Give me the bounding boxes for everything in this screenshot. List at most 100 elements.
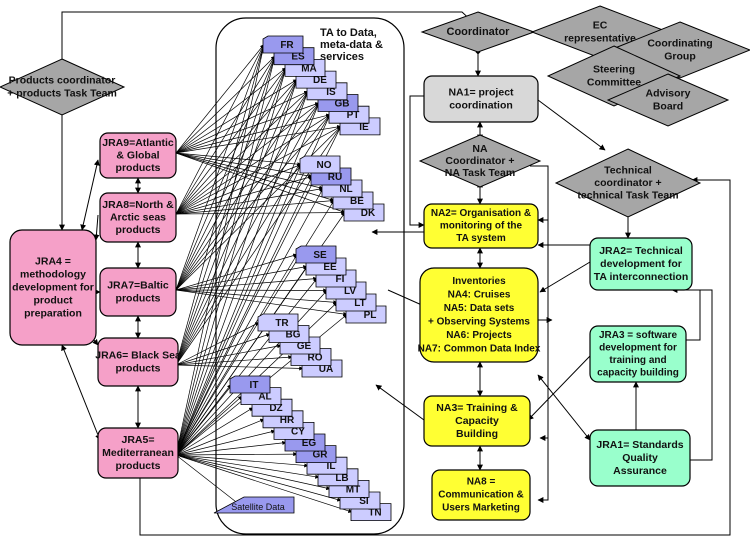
jra1-box-text-0: JRA1= Standards <box>596 439 683 451</box>
fan-line <box>175 163 302 215</box>
jra8-box-text-2: products <box>116 224 161 236</box>
fan-line <box>175 67 287 366</box>
fan-line <box>175 44 265 291</box>
coordinator-diamond[interactable]: Coordinator <box>420 11 536 53</box>
fan-line <box>175 288 328 293</box>
fan-line <box>175 102 320 456</box>
country-code: LB <box>335 473 348 484</box>
na-coordinator-diamond-text-1: Coordinator + <box>445 155 514 167</box>
fan-line <box>175 79 298 154</box>
country-code: DK <box>361 208 376 219</box>
country-code: TR <box>275 318 289 329</box>
country-code: MA <box>301 63 317 74</box>
country-code: MT <box>346 484 360 495</box>
fan-line <box>175 152 346 214</box>
country-code: SI <box>359 496 369 507</box>
na1-techcoord <box>537 99 606 151</box>
fan-line <box>175 164 302 456</box>
satellite-data: Satellite Data <box>213 496 295 514</box>
country-code: CY <box>291 426 305 437</box>
fan-line <box>175 114 331 291</box>
na-coordinator-diamond-text-0: NA <box>472 143 488 155</box>
technical-coordinator-diamond-text-1: coordinator + <box>594 177 661 189</box>
fan-line <box>175 44 265 154</box>
advisory-board-diamond-text-0: Advisory <box>646 88 691 100</box>
products-coordinator-diamond[interactable]: Products coordinator+ products Task Team <box>0 58 126 116</box>
country-it: IT <box>229 375 271 394</box>
jra2-box-text-0: JRA2= Technical <box>599 245 683 257</box>
fan-line <box>175 454 342 502</box>
country-code: EE <box>323 262 337 273</box>
jra6-box-text-1: products <box>116 363 161 375</box>
na8-box[interactable]: NA8 =Communication &Users Marketing <box>431 469 531 521</box>
jra3-side <box>686 290 701 341</box>
ec-representative-diamond-text-1: representative <box>564 33 636 45</box>
fan-line <box>175 429 276 456</box>
jra3-box-text-3: capacity building <box>597 367 679 378</box>
na3-box-text-2: Building <box>456 428 498 440</box>
fan-line <box>175 289 348 317</box>
na3-box-text-0: NA3= Training & <box>436 402 518 414</box>
inventories-box-text-0: Inventories <box>452 276 506 287</box>
fan-line <box>175 55 276 215</box>
na8-box-text-2: Users Marketing <box>442 503 520 514</box>
fan-line <box>175 55 277 456</box>
jra1-box-text-1: Quality <box>622 452 658 464</box>
country-code: FR <box>280 40 294 51</box>
nacoord-na8 <box>530 165 549 503</box>
ta-title: TA to Data,meta-data &services <box>320 27 383 63</box>
country-code: IT <box>250 380 259 391</box>
jra3-box-text-0: JRA3 = software <box>599 330 678 341</box>
fan-line <box>175 90 309 154</box>
coordinator-diamond-label: Coordinator <box>447 26 511 38</box>
country-code: DE <box>313 75 327 86</box>
fan-line <box>175 44 265 215</box>
fan-line <box>175 407 254 456</box>
fan-line <box>175 67 287 154</box>
fan-line <box>175 187 324 215</box>
fan-line <box>175 176 313 456</box>
na1-box-text-1: coordination <box>449 100 513 112</box>
jra3-na3 <box>527 355 591 421</box>
fan-line <box>175 67 287 291</box>
country-code: AL <box>258 392 271 403</box>
country-code: ES <box>291 52 305 63</box>
jra3-box-text-1: development for <box>599 342 677 353</box>
fan-line <box>175 276 318 291</box>
fan-line <box>175 278 318 456</box>
fan-line <box>175 102 320 215</box>
ta-title-line-2: services <box>320 51 364 63</box>
country-fr: FR <box>262 35 304 54</box>
jra3-box-text-2: training and <box>609 355 666 366</box>
inventories-box-text-2: NA5: Data sets <box>444 303 515 314</box>
fan-line <box>175 90 309 456</box>
technical-coordinator-diamond-text-0: Technical <box>604 165 652 177</box>
jra1-jra2 <box>671 287 713 461</box>
